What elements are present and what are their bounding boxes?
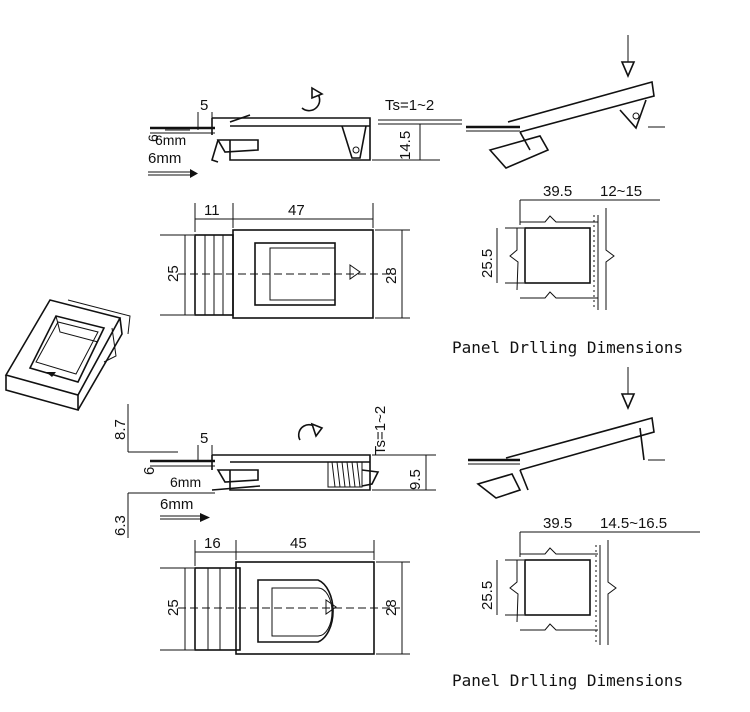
ts-label: Ts=1~2: [372, 406, 389, 455]
dim-6mm-inner: 6mm: [155, 132, 186, 148]
dim-6mm-arrow: 6mm: [160, 496, 193, 513]
dim-45: 45: [290, 535, 307, 552]
top-panel-drilling: 39.5 12~15 25.5 Panel Drlling Dimensions: [452, 183, 683, 357]
dim-47: 47: [288, 202, 305, 219]
dim-6mm-inner: 6mm: [170, 474, 201, 490]
dim-6: 6: [145, 134, 161, 142]
top-tilted-view: [466, 35, 665, 169]
down-arrow-icon: [620, 393, 636, 411]
dim-11: 11: [204, 202, 220, 219]
bottom-tilted-view: [468, 367, 665, 499]
dim-14-5-16-5: 14.5~16.5: [600, 515, 667, 532]
dim-25-5: 25.5: [479, 581, 496, 610]
dim-25: 25: [165, 599, 182, 616]
ts-label: Ts=1~2: [385, 97, 434, 114]
dim-6-3: 6.3: [112, 515, 129, 536]
bottom-panel-drilling: 39.5 14.5~16.5 25.5 Panel Drlling Dimens…: [452, 515, 700, 690]
cutout-rect: [524, 227, 591, 284]
dim-39-5: 39.5: [543, 515, 572, 532]
panel-drilling-caption: Panel Drlling Dimensions: [452, 671, 683, 690]
dim-25-5: 25.5: [479, 249, 496, 278]
arrow-icon: [200, 513, 210, 522]
dim-28: 28: [383, 267, 400, 284]
down-arrow-icon: [620, 61, 636, 79]
cutout-rect: [524, 559, 591, 616]
dim-6: 6: [141, 467, 158, 475]
latch-isometric-view: [4, 299, 131, 412]
dim-39-5: 39.5: [543, 183, 572, 200]
arrow-icon: [325, 599, 337, 615]
dim-8-7: 8.7: [112, 419, 129, 440]
dim-5: 5: [200, 97, 208, 114]
dim-5: 5: [200, 430, 208, 447]
dim-14-5: 14.5: [397, 131, 414, 160]
bottom-side-view: 5 6 8.7 6.3 6mm 6mm Ts=1~2 9.5: [112, 404, 436, 538]
dim-12-15: 12~15: [600, 183, 642, 200]
panel-drilling-caption: Panel Drlling Dimensions: [452, 338, 683, 357]
arrow-icon: [190, 169, 198, 178]
dim-28: 28: [383, 599, 400, 616]
dim-6mm-arrow: 6mm: [148, 150, 181, 167]
arrow-icon: [349, 264, 361, 280]
arrow-icon: [46, 372, 56, 377]
dim-16: 16: [204, 535, 221, 552]
bottom-front-view: 16 45 25 28: [160, 535, 410, 655]
dim-25: 25: [165, 265, 182, 282]
dim-9-5: 9.5: [407, 469, 424, 490]
top-side-view: 5 6 6mm 6mm Ts=1~2 14.5: [145, 86, 462, 178]
top-front-view: 11 47 25 28: [160, 202, 410, 319]
